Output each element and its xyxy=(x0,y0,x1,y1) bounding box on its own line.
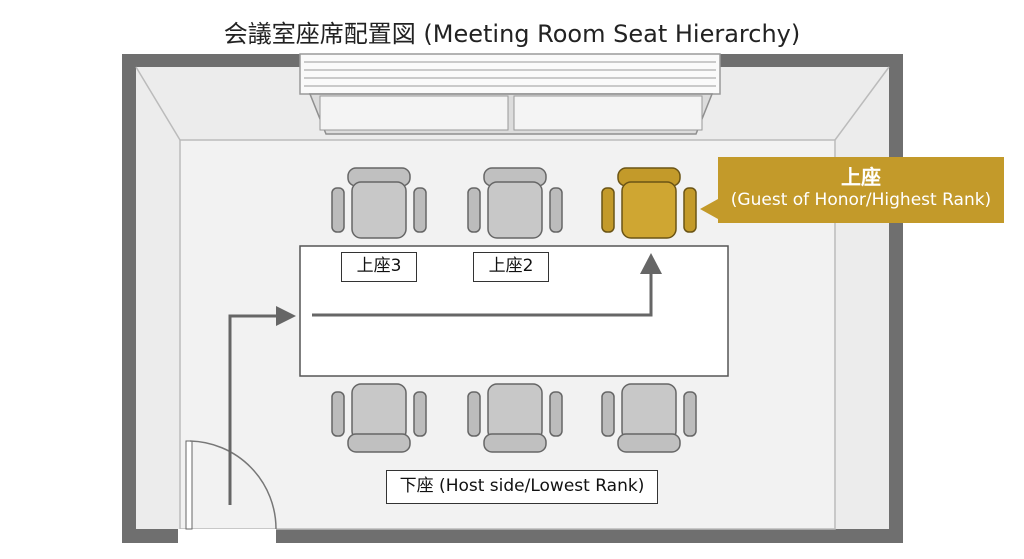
chair-lower-middle xyxy=(467,383,563,453)
chair-upper-left xyxy=(331,167,427,239)
chair-upper-right-highlight xyxy=(601,167,697,239)
chair-lower-left xyxy=(331,383,427,453)
callout-main-text: 上座 xyxy=(841,165,881,189)
diagram-title: 会議室座席配置図 (Meeting Room Seat Hierarchy) xyxy=(223,20,801,48)
seat-label-3: 上座3 xyxy=(341,252,417,282)
entry-arrow xyxy=(228,314,276,505)
chair-lower-right xyxy=(601,383,697,453)
window xyxy=(299,53,721,135)
callout-sub-text: (Guest of Honor/Highest Rank) xyxy=(730,190,992,210)
chair-upper-middle xyxy=(467,167,563,239)
door xyxy=(178,440,277,543)
highest-seat-callout: 上座 (Guest of Honor/Highest Rank) xyxy=(718,157,1004,223)
callout-pointer xyxy=(700,199,718,219)
lower-seat-label: 下座 (Host side/Lowest Rank) xyxy=(386,470,658,504)
seat-path-arrowhead xyxy=(640,253,662,274)
wall-edge xyxy=(135,66,181,141)
seat-label-2: 上座2 xyxy=(473,252,549,282)
wall-edge xyxy=(834,66,890,141)
entry-arrowhead xyxy=(276,306,296,326)
seat-path-arrow xyxy=(312,274,653,317)
